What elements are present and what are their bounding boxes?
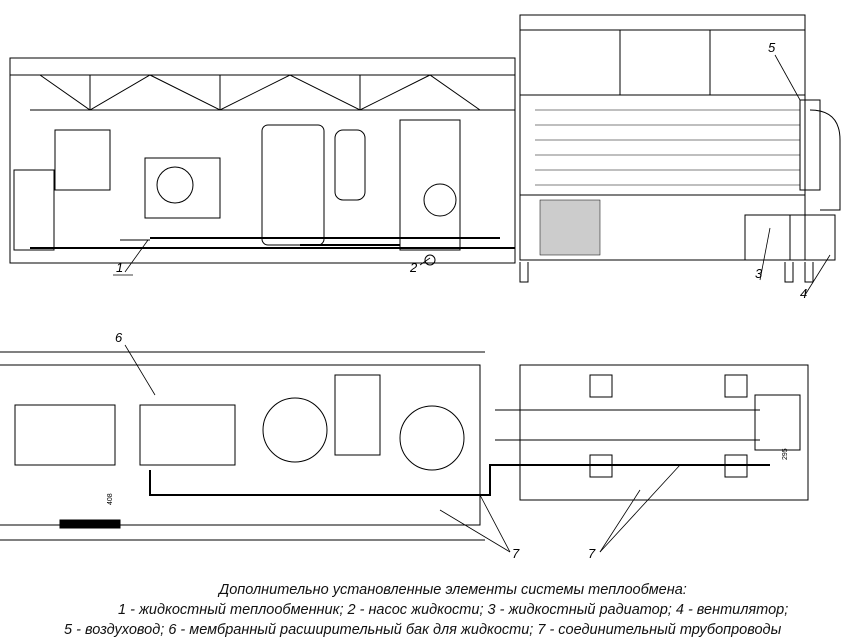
callout-7b: 7 <box>588 546 596 561</box>
boiler-tank <box>261 124 325 246</box>
duct-bend <box>809 109 841 211</box>
callout-7a: 7 <box>512 546 520 561</box>
engine-block <box>13 169 55 251</box>
callout-2: 2 <box>409 260 418 275</box>
cabinet <box>399 119 461 251</box>
pumps-plan <box>334 374 381 456</box>
caption-line-1: 1 - жидкостный теплообменник; 2 - насос … <box>118 602 789 618</box>
tank-plan <box>262 397 328 463</box>
caption-line-2: 5 - воздуховод; 6 - мембранный расширите… <box>64 622 782 638</box>
callout-6: 6 <box>115 330 123 345</box>
pipeline-plan <box>149 464 770 496</box>
container-plan <box>0 351 485 541</box>
air-duct-5 <box>799 99 821 191</box>
filter <box>334 129 366 201</box>
dimension-408: 408 <box>107 493 114 505</box>
roof-truss <box>39 74 481 111</box>
pump-2 <box>424 254 436 266</box>
radiator-3 <box>744 214 791 261</box>
callout-5: 5 <box>768 40 776 55</box>
fan-4 <box>789 214 836 261</box>
duct-plan <box>495 409 760 441</box>
radiator-unit-side <box>519 14 841 283</box>
callout-1: 1 <box>116 260 123 275</box>
container-outline <box>9 57 516 264</box>
caption: Дополнительно установленные элементы сис… <box>0 580 845 640</box>
caption-title: Дополнительно установленные элементы сис… <box>219 582 687 598</box>
plan-view <box>0 351 809 541</box>
callout-3: 3 <box>755 266 763 281</box>
radiator-housing <box>519 14 806 261</box>
side-elevation <box>9 57 516 266</box>
dimension-295: 295 <box>782 448 789 460</box>
cabinet-tank-plan <box>399 405 465 471</box>
generator <box>54 129 111 191</box>
heat-exchanger-plan <box>139 404 236 466</box>
pipeline-top <box>150 237 500 246</box>
radiator-plan <box>519 364 809 501</box>
engine-plan <box>14 404 116 466</box>
callout-4: 4 <box>800 286 807 301</box>
heat-exchanger-1 <box>144 157 221 219</box>
